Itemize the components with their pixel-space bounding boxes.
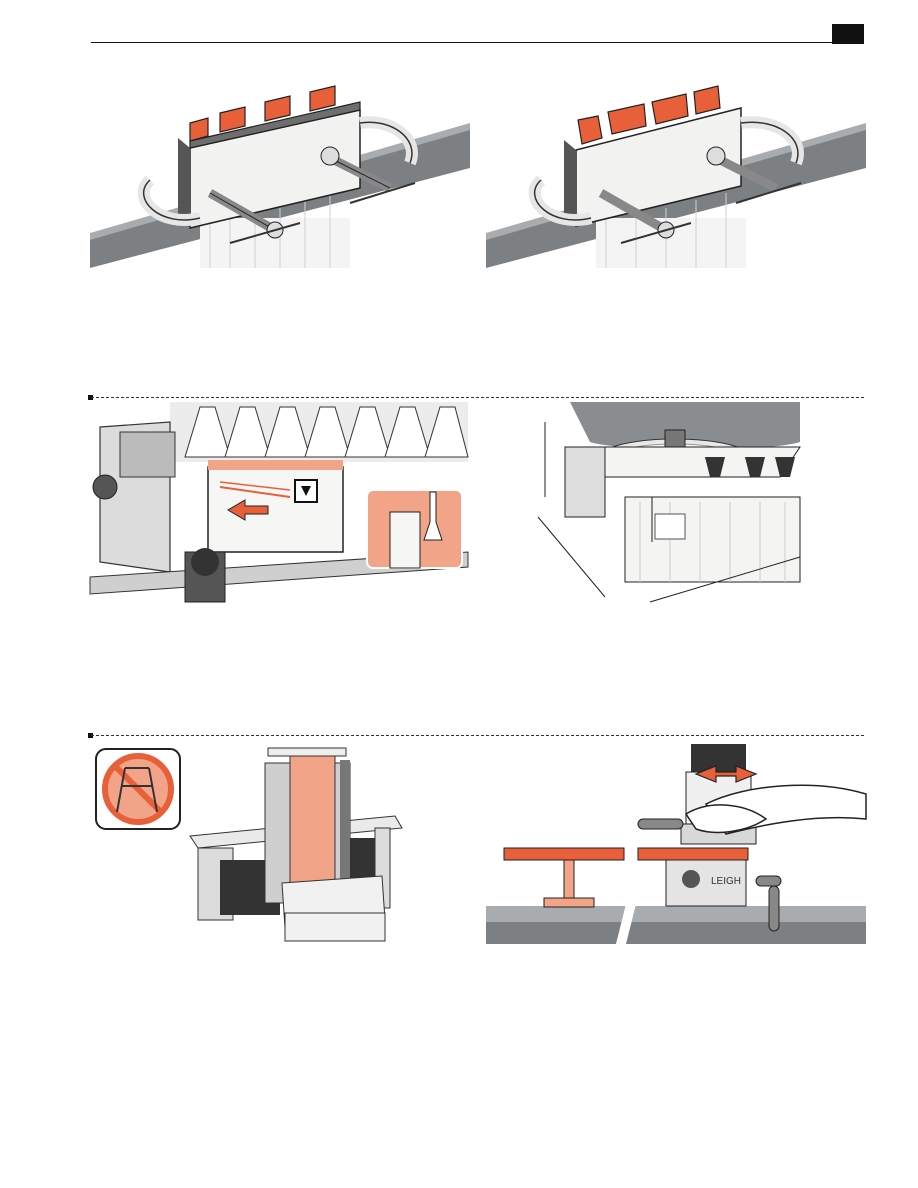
figure-clamped-board-tails	[486, 68, 866, 268]
figure-jig-front-with-bit-inset	[90, 402, 468, 602]
jig-logo: LEIGH	[711, 876, 741, 887]
header-rule	[91, 42, 864, 43]
figure-router-on-test-block	[530, 402, 820, 602]
triangle-marker-icon	[295, 480, 317, 502]
figure-router-with-support: LEIGH	[486, 744, 866, 944]
section-divider	[91, 397, 864, 398]
page-number-tab	[832, 24, 864, 44]
figure-tall-board-in-jig	[190, 748, 405, 943]
no-stepladder-icon	[95, 748, 181, 830]
figure-clamped-board-pins	[90, 68, 470, 268]
section-divider	[91, 735, 864, 736]
